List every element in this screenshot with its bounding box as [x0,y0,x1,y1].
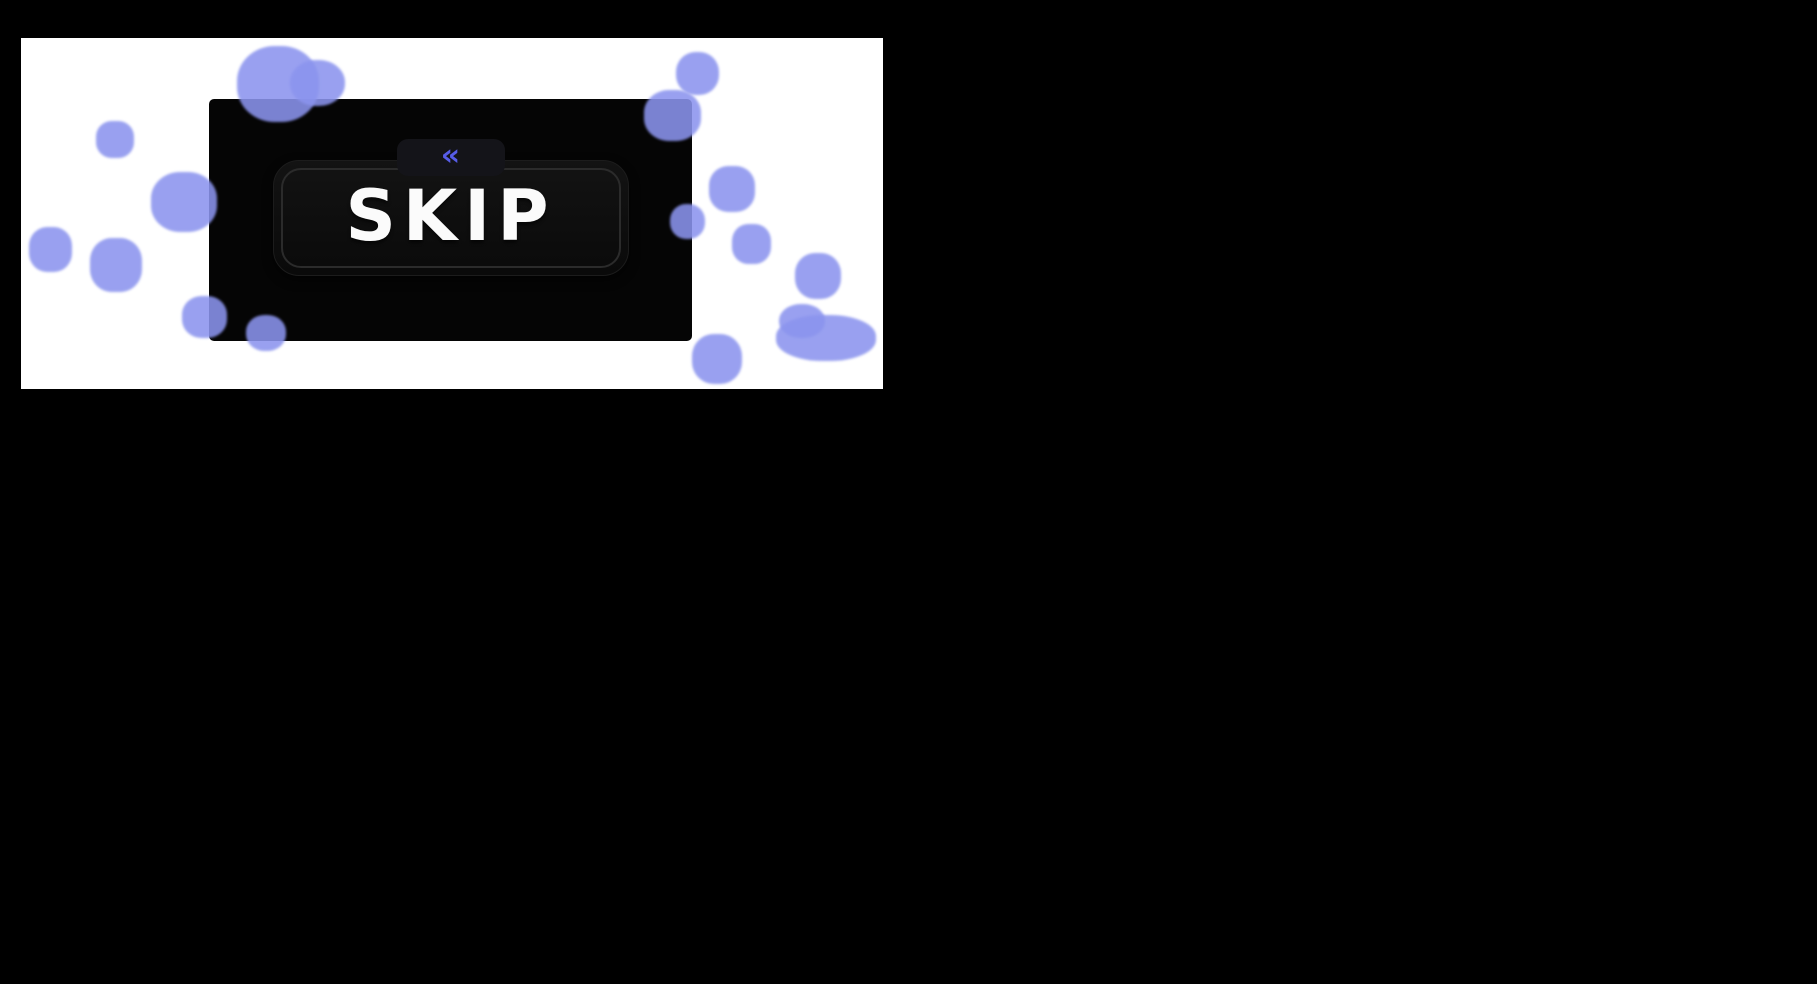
double-chevron-left-icon: « [440,137,461,173]
skip-button-label: SKIP [345,175,556,257]
skip-modal: SKIP « [209,99,692,341]
drawing-canvas[interactable]: SKIP « [21,38,883,389]
skip-button[interactable]: SKIP [272,160,629,276]
collapse-tab[interactable]: « [396,137,505,176]
